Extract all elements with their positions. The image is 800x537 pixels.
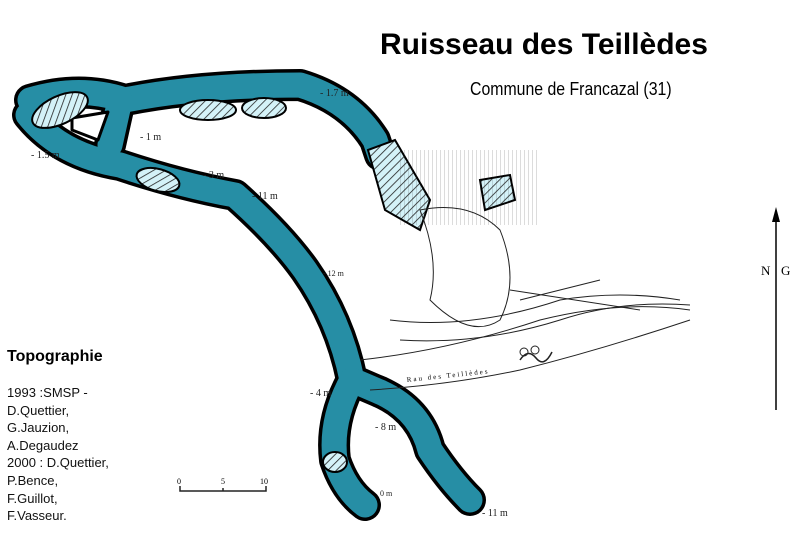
topography-credits: 1993 :SMSP - D.Quettier, G.Jauzion, A.De…: [7, 384, 109, 525]
credit-line: D.Quettier,: [7, 402, 70, 418]
north-label: N: [761, 263, 771, 278]
map-subtitle: Commune de Francazal (31): [470, 79, 672, 99]
depth-label: - 12 m: [323, 269, 345, 278]
scale-tick: 10: [260, 477, 268, 486]
depth-label: 0 m: [380, 489, 393, 498]
topography-heading: Topographie: [7, 348, 103, 365]
credit-line: G.Jauzion,: [7, 420, 70, 436]
stream-label: Rau des Teillèdes: [406, 367, 490, 384]
credit-line: A.Degaudez: [7, 437, 79, 453]
north-arrow-icon: N G: [761, 207, 790, 410]
credit-line: 2000 : D.Quettier,: [7, 455, 109, 471]
depth-label: - 1.5 m: [31, 150, 60, 161]
depth-label: - 1 m: [140, 132, 161, 143]
depth-label: - 1.7 m: [320, 88, 349, 99]
depth-label: - 3 m: [203, 170, 224, 181]
credit-line: F.Vasseur.: [7, 508, 67, 524]
depth-label: - 8 m: [375, 422, 396, 433]
map-title: Ruisseau des Teillèdes: [380, 28, 708, 61]
north-label: G: [781, 263, 790, 278]
rock-area: [359, 150, 691, 391]
cave-passages: [12, 69, 486, 521]
credit-line: 1993 :SMSP -: [7, 385, 88, 400]
credit-line: F.Guillot,: [7, 490, 58, 506]
scale-bar: 0 5 10: [177, 477, 268, 492]
scale-tick: 0: [177, 477, 181, 486]
scale-tick: 5: [221, 477, 225, 486]
depth-label: - 11 m: [252, 191, 278, 202]
credit-line: P.Bence,: [7, 472, 59, 488]
depth-label: - 11 m: [482, 508, 508, 519]
depth-label: - 4 m: [310, 388, 331, 399]
